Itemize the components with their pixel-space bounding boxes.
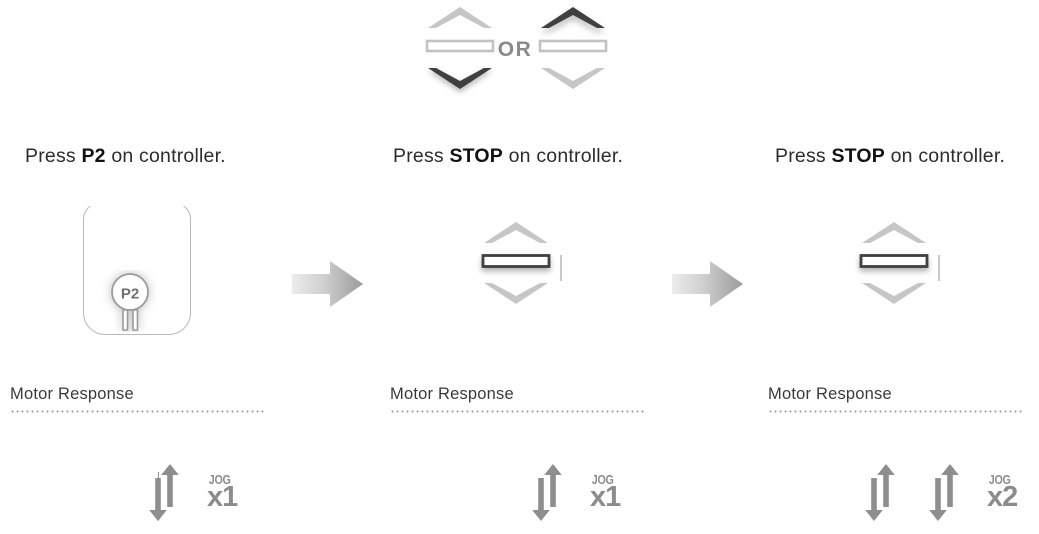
p2-button-label: P2 (121, 286, 139, 303)
stop-bar-icon-active[interactable] (858, 253, 930, 269)
step-3-controller[interactable] (858, 219, 930, 315)
step-1-instruction-suffix: on controller. (105, 145, 226, 167)
stop-bar-icon-active[interactable] (480, 253, 552, 269)
step-3-instruction-suffix: on controller. (885, 145, 1006, 167)
dotted-divider (10, 410, 266, 413)
motor-updown-arrows-icon (863, 464, 899, 522)
chevron-up-icon[interactable] (480, 219, 552, 245)
step-2-instruction-prefix: Press (393, 145, 450, 167)
jog-multiplier: x1 (207, 481, 238, 514)
top-controller-down-highlighted[interactable] (424, 4, 496, 100)
step-3-instruction: Press STOP on controller. (763, 145, 1039, 168)
jog-multiplier: x2 (987, 481, 1018, 514)
step-2-instruction-key: STOP (449, 145, 504, 167)
motor-updown-arrows-icon (147, 464, 183, 522)
step-2-motor-response-label: Motor Response (390, 385, 514, 403)
motor-updown-arrows-icon (530, 464, 566, 522)
step-3-result: JOG x2 (763, 458, 1039, 528)
controller-side-tick (560, 255, 562, 281)
step-1-device-area: P2 (5, 195, 335, 355)
step-3: Press STOP on controller. (763, 0, 1039, 534)
step-2: Press STOP on controller. (385, 0, 715, 534)
chevron-down-icon[interactable] (480, 281, 552, 307)
step-1-result: JOG x1 (5, 458, 477, 528)
step-1-instruction-prefix: Press (25, 145, 82, 167)
step-2-instruction: Press STOP on controller. (385, 145, 723, 168)
step-2-controller[interactable] (480, 219, 552, 315)
step-3-instruction-key: STOP (831, 145, 886, 167)
step-2-device-area (385, 195, 715, 355)
chevron-down-icon[interactable] (858, 281, 930, 307)
dotted-divider (768, 410, 1024, 413)
step-3-motor-response: Motor Response (763, 385, 1039, 413)
top-controller-up-highlighted[interactable] (537, 4, 609, 100)
chevron-down-icon[interactable] (537, 66, 609, 92)
controller-choice-banner: OR (0, 0, 1039, 112)
jog-multiplier: x1 (590, 481, 621, 514)
or-label: OR (497, 38, 533, 61)
chevron-down-icon-active[interactable] (424, 66, 496, 92)
p2-button-icon[interactable]: P2 (102, 270, 156, 332)
step-2-jog-badge: JOG x1 (590, 472, 621, 514)
chevron-up-icon[interactable] (858, 219, 930, 245)
step-2-motor-response: Motor Response (385, 385, 720, 413)
step-1-motor-response-label: Motor Response (10, 385, 134, 403)
step-1: Press P2 on controller. P2 (5, 0, 335, 534)
motor-updown-arrows-icon (927, 464, 963, 522)
stop-bar-icon[interactable] (537, 38, 609, 54)
dotted-divider (390, 410, 646, 413)
flow-arrow-1-icon (292, 258, 364, 310)
step-3-jog-badge: JOG x2 (987, 472, 1018, 514)
step-1-instruction: Press P2 on controller. (5, 145, 355, 168)
stop-bar-icon[interactable] (424, 38, 496, 54)
step-3-instruction-prefix: Press (775, 145, 832, 167)
chevron-up-icon[interactable] (424, 4, 496, 30)
step-1-instruction-key: P2 (81, 145, 106, 167)
p2-remote-body: P2 (82, 200, 194, 335)
jog-word: JOG (988, 472, 1011, 487)
jog-word: JOG (591, 472, 614, 487)
step-2-result: JOG x1 (385, 458, 860, 528)
flow-arrow-2-icon (672, 258, 744, 310)
step-2-instruction-suffix: on controller. (503, 145, 624, 167)
step-1-jog-badge: JOG x1 (207, 472, 238, 514)
chevron-up-icon-active[interactable] (537, 4, 609, 30)
step-3-motor-response-label: Motor Response (768, 385, 892, 403)
jog-word: JOG (208, 472, 231, 487)
controller-side-tick (938, 255, 940, 281)
step-1-motor-response: Motor Response (5, 385, 340, 413)
step-3-device-area (763, 195, 1039, 355)
